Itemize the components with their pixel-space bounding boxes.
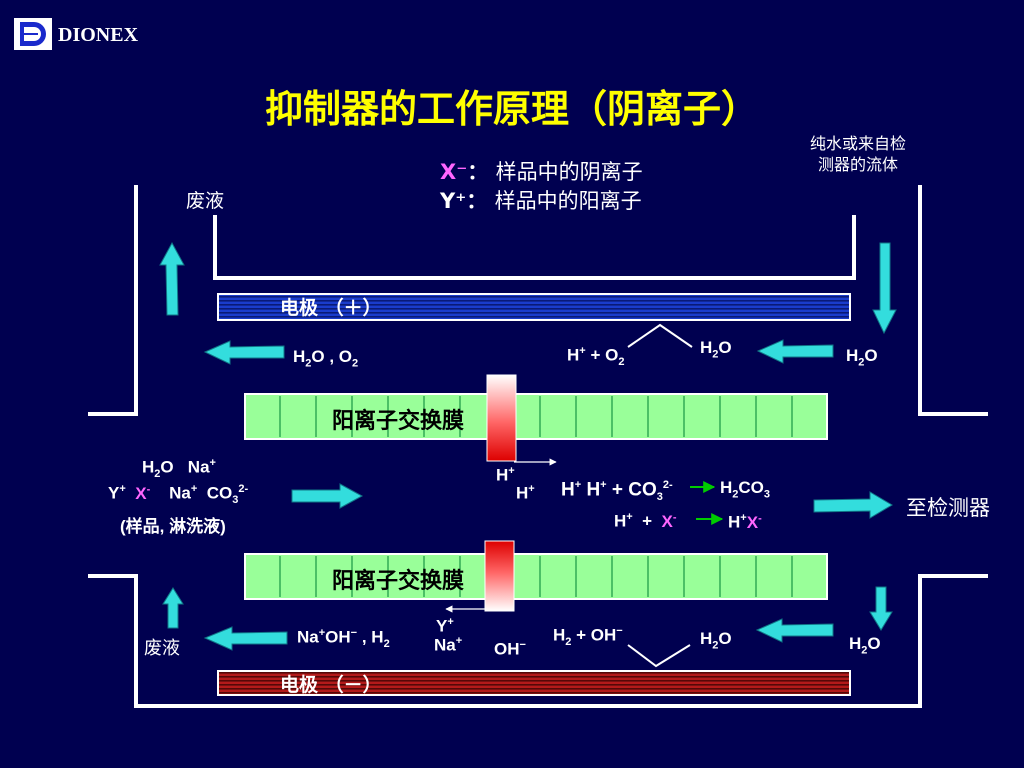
legend-anion-desc: 样品中的阴离子 (495, 160, 643, 184)
legend-anion-symbol: X⁻ (440, 160, 468, 184)
cathode-label: 电极 （－） (280, 674, 382, 696)
h-ion-1: H+ (496, 465, 515, 485)
exchange-site-bottom (484, 540, 515, 612)
anode-label: 电极 （＋） (280, 297, 382, 319)
flow-up-arrow-top-left (159, 241, 185, 316)
anode-products: H+ + O2 (567, 345, 625, 369)
cathode-electrode (217, 670, 851, 696)
flow-down-arrow-bottom-right (869, 586, 893, 631)
source-note-line-2: 测器的流体 (817, 155, 898, 174)
anode-water: H2O (700, 338, 732, 361)
anode-electrode (217, 293, 851, 321)
wall-bottom (88, 574, 988, 708)
carbonate-reaction: H+ H+ + CO32- (561, 479, 673, 504)
sample-eluent-label: (样品, 淋洗液) (120, 517, 226, 536)
waste-label-top: 废液 (186, 190, 225, 212)
brand-name: DIONEX (58, 24, 139, 46)
carbonic-acid: H2CO3 (720, 478, 771, 501)
outer-walls (88, 185, 988, 708)
cathode-water: H2O (700, 629, 732, 652)
flow-left-arrow-waste-top (203, 340, 285, 365)
source-note-line-1: 纯水或来自检 (809, 134, 906, 153)
legend: X⁻： 样品中的阴离子 Y⁺： 样品中的阳离子 (440, 158, 643, 216)
flow-down-arrow-top-right (872, 242, 897, 335)
eluent-species-2: Y+ X- Na+ CO32- (108, 483, 249, 507)
inner-top-u (213, 215, 856, 280)
flow-left-arrow-water-top (756, 339, 834, 364)
membrane-bottom (244, 553, 828, 600)
wall-top-right (918, 185, 988, 416)
cation-y: Y+ (436, 616, 454, 636)
eluent-species-1: H2O Na+ (142, 457, 216, 481)
to-detector-label: 至检测器 (906, 496, 990, 520)
waste-products-top: H2O , O2 (293, 347, 359, 370)
cathode-products: H2 + OH− (553, 625, 623, 649)
waste-products-bottom: Na+OH− , H2 (297, 627, 390, 651)
wall-top-left (88, 185, 138, 416)
membrane-bottom-label: 阳离子交换膜 (332, 569, 465, 594)
cathode-reaction-mark (627, 644, 691, 668)
anode-reaction-mark (627, 323, 693, 348)
page-title: 抑制器的工作原理（阴离子） (264, 87, 759, 131)
flow-left-arrow-water-bottom (755, 618, 834, 643)
flow-up-arrow-bottom-left (162, 587, 184, 629)
legend-cation-desc: 样品中的阳离子 (494, 189, 642, 213)
hydroxide-ion: OH− (494, 639, 526, 659)
flow-right-arrow-sample (291, 483, 364, 509)
dionex-d-logo-icon (14, 18, 52, 50)
acid-product: H+X- (728, 512, 762, 532)
water-in-top: H2O (846, 346, 878, 369)
source-note: 纯水或来自检 测器的流体 (788, 133, 928, 175)
cation-na: Na+ (434, 635, 463, 655)
flow-left-arrow-waste-bottom (203, 626, 288, 651)
water-in-bottom: H2O (849, 634, 881, 657)
flow-right-arrow-detector (813, 491, 893, 519)
anion-reaction: H+ + X- (614, 511, 677, 531)
h-ion-2: H+ (516, 483, 535, 503)
waste-label-bottom: 废液 (144, 638, 180, 659)
legend-anion: X⁻： 样品中的阴离子 (440, 160, 643, 184)
legend-cation-symbol: Y⁺ (440, 189, 467, 213)
legend-cation: Y⁺： 样品中的阳离子 (440, 189, 642, 213)
membrane-top (244, 393, 828, 440)
membrane-top-label: 阳离子交换膜 (332, 409, 465, 434)
exchange-site-top (486, 374, 517, 462)
